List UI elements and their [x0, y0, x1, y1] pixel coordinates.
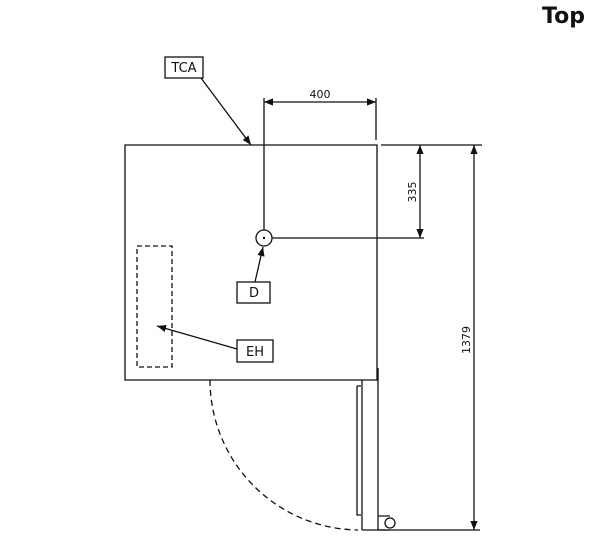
door	[209, 368, 480, 531]
svg-text:EH: EH	[246, 345, 264, 360]
callout-d: D	[236, 246, 271, 304]
callout-eh: EH	[156, 325, 274, 363]
dimension-335: 335	[272, 145, 424, 239]
dimension-label: 1379	[460, 326, 473, 354]
heater-outline	[136, 245, 173, 368]
cabinet-outline	[124, 144, 482, 381]
door-swing-arc	[209, 379, 359, 531]
dimension-label: 335	[406, 182, 419, 203]
callout-tca: TCA	[164, 56, 252, 146]
svg-text:D: D	[249, 286, 259, 301]
view-title: Top	[542, 4, 585, 29]
dimension-label: 400	[310, 88, 331, 101]
dimension-1379: 1379	[460, 145, 478, 530]
dimension-400: 400	[263, 88, 377, 230]
svg-text:TCA: TCA	[170, 61, 196, 76]
